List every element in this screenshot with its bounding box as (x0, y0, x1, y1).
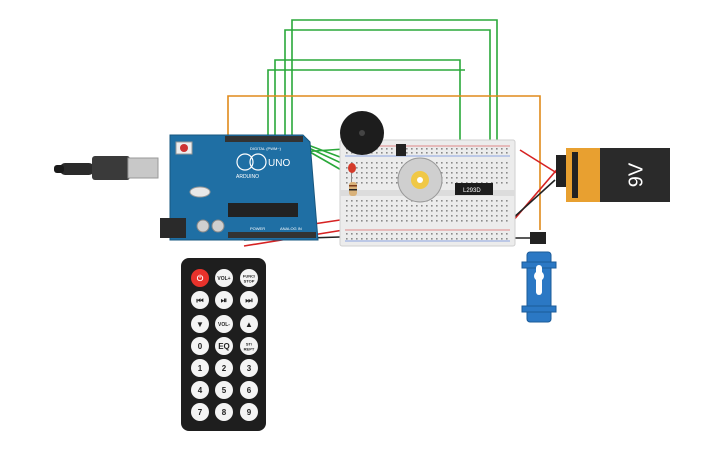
remote-button-n7[interactable]: 7 (191, 403, 209, 421)
remote-button-label: 2 (222, 364, 227, 373)
infinity-logo-icon (236, 153, 254, 171)
remote-button-next[interactable]: ⏭ (240, 291, 258, 309)
arduino-brand: UNO (268, 158, 290, 169)
remote-button-n5[interactable]: 5 (215, 381, 233, 399)
remote-button-label: FUNC/ (243, 274, 256, 279)
usb-cable[interactable] (54, 156, 159, 180)
servo-motor[interactable] (521, 232, 557, 323)
power-analog-header[interactable] (228, 232, 316, 238)
remote-button-label: 1 (198, 364, 203, 373)
remote-button-strept[interactable]: ST/REPT (240, 337, 258, 355)
play-pause-icon: ⏯ (221, 296, 227, 305)
remote-button-n4[interactable]: 4 (191, 381, 209, 399)
remote-button-play[interactable]: ⏯ (215, 291, 233, 309)
dc-motor[interactable] (397, 157, 443, 203)
remote-button-label: STOP (244, 279, 255, 284)
arduino-model: ARDUINO (236, 174, 259, 180)
power-jack[interactable] (160, 218, 186, 238)
remote-button-n8[interactable]: 8 (215, 403, 233, 421)
motor-driver-chip[interactable]: L293D (455, 183, 493, 195)
remote-button-funcstop[interactable]: FUNC/STOP (240, 269, 258, 287)
power-label: POWER (250, 226, 265, 231)
atmega-chip (228, 203, 298, 217)
remote-button-n1[interactable]: 1 (191, 359, 209, 377)
remote-button-n3[interactable]: 3 (240, 359, 258, 377)
remote-button-label: 4 (198, 386, 203, 395)
battery-9v[interactable]: 9V (556, 148, 670, 202)
remote-button-label: 6 (247, 386, 252, 395)
red-led[interactable] (348, 163, 356, 183)
arduino-board[interactable]: UNO ARDUINO POWER ANALOG IN DIGITAL (PWM… (160, 134, 319, 241)
ir-receiver[interactable] (396, 144, 406, 156)
remote-button-label: 0 (198, 342, 203, 351)
remote-button-voldown[interactable]: VOL- (215, 315, 233, 333)
piezo-buzzer[interactable] (340, 111, 384, 155)
resistor[interactable] (349, 182, 357, 196)
remote-button-n2[interactable]: 2 (215, 359, 233, 377)
remote-button-eq[interactable]: EQ (215, 337, 233, 355)
remote-button-label: 7 (198, 408, 203, 417)
remote-button-label: VOL- (218, 322, 230, 328)
remote-button-down[interactable]: ▼ (191, 315, 209, 333)
reset-button[interactable] (180, 144, 188, 152)
driver-chip-label: L293D (463, 188, 481, 194)
remote-button-label: VOL+ (217, 276, 230, 282)
remote-button-label: 9 (247, 408, 252, 417)
digital-label: DIGITAL (PWM~) (250, 146, 282, 151)
remote-button-label: 3 (247, 364, 252, 373)
digital-header[interactable] (225, 136, 303, 142)
battery-label: 9V (625, 162, 647, 187)
remote-button-n9[interactable]: 9 (240, 403, 258, 421)
remote-button-label: EQ (218, 342, 230, 351)
skip-back-icon: ⏮ (196, 296, 203, 305)
remote-button-n6[interactable]: 6 (240, 381, 258, 399)
remote-button-power[interactable]: ⏻ (191, 269, 209, 287)
ir-remote[interactable]: ⏻ VOL+ FUNC/STOP ⏮ ⏯ ⏭ ▼ VOL- ▲ 0 EQ ST/REPT 1 2 3 4 5 6 7… (181, 258, 266, 431)
remote-button-volup[interactable]: VOL+ (215, 269, 233, 287)
remote-button-label: 5 (222, 386, 227, 395)
arrow-up-icon: ▲ (245, 320, 253, 329)
power-icon: ⏻ (197, 274, 204, 283)
remote-button-label: REPT (244, 347, 255, 352)
remote-button-n0[interactable]: 0 (191, 337, 209, 355)
arrow-down-icon: ▼ (196, 320, 204, 329)
remote-button-label: ST/ (246, 342, 253, 347)
skip-forward-icon: ⏭ (245, 296, 253, 305)
analog-label: ANALOG IN (280, 226, 302, 231)
remote-button-prev[interactable]: ⏮ (191, 291, 209, 309)
remote-button-label: 8 (222, 408, 227, 417)
remote-button-up[interactable]: ▲ (240, 315, 258, 333)
